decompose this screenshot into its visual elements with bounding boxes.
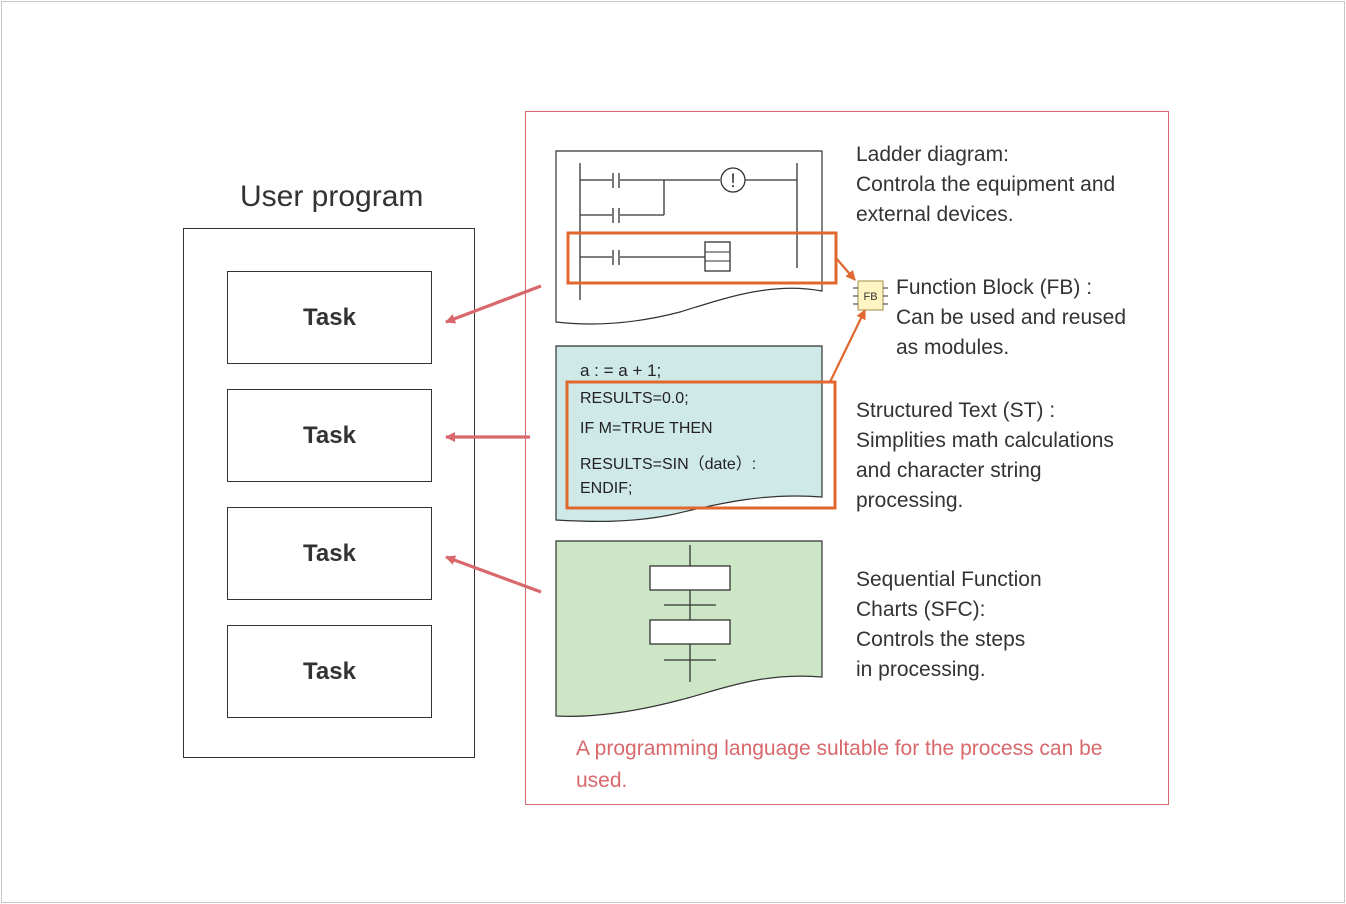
st-desc-line-3: and character string <box>856 459 1042 482</box>
sfc-desc-line-2: Charts (SFC): <box>856 598 986 621</box>
ladder-desc-line-3: external devices. <box>856 203 1014 226</box>
sfc-sheet <box>555 540 823 717</box>
st-code-line-5: ENDIF; <box>580 480 633 497</box>
st-desc-line-4: processing. <box>856 489 964 512</box>
sfc-desc-line-1: Sequential Function <box>856 568 1042 591</box>
ladder-description: Ladder diagram: Controla the equipment a… <box>856 140 1115 230</box>
sfc-desc-line-4: in processing. <box>856 658 986 681</box>
ladder-desc-line-1: Ladder diagram: <box>856 143 1009 166</box>
ladder-diagram-sheet: ! <box>555 150 823 325</box>
structured-text-sheet <box>555 345 823 523</box>
sfc-to-task-arrow <box>445 555 542 594</box>
st-code-line-3: IF M=TRUE THEN <box>580 420 713 437</box>
st-desc-line-1: Structured Text (ST) : <box>856 399 1056 422</box>
task-box-3: Task <box>227 507 432 600</box>
fb-desc-line-2: Can be used and reused <box>896 306 1127 329</box>
ladder-desc-line-2: Controla the equipment and <box>856 173 1116 196</box>
st-code-line-2: RESULTS=0.0; <box>580 390 689 407</box>
languages-box <box>525 111 1169 805</box>
fb-description: Function Block (FB) : Can be used and re… <box>896 273 1126 363</box>
task-box-4: Task <box>227 625 432 718</box>
st-code-highlight <box>565 380 837 510</box>
st-description: Structured Text (ST) : Simplities math c… <box>856 396 1114 516</box>
fb-desc-line-3: as modules. <box>896 336 1010 359</box>
languages-caption: A programming language sultable for the … <box>576 737 1103 792</box>
sfc-description: Sequential Function Charts (SFC): Contro… <box>856 565 1042 685</box>
svg-text:!: ! <box>730 171 735 192</box>
task-box-2: Task <box>227 389 432 482</box>
st-code-line-1: a : = a + 1; <box>580 361 662 380</box>
user-program-box <box>183 228 475 758</box>
ladder-to-fb-arrow <box>835 257 856 281</box>
fb-desc-line-1: Function Block (FB) : <box>896 276 1093 299</box>
fb-icon: FB <box>853 280 888 311</box>
st-code-line-4: RESULTS=SIN（date）: <box>580 456 757 473</box>
user-program-title: User program <box>240 180 424 213</box>
fb-icon-label: FB <box>863 291 877 303</box>
ladder-to-task-arrow <box>445 284 542 324</box>
st-desc-line-2: Simplities math calculations <box>856 429 1114 452</box>
st-to-fb-arrow <box>829 309 866 383</box>
sfc-desc-line-3: Controls the steps <box>856 628 1026 651</box>
task-box-1: Task <box>227 271 432 364</box>
